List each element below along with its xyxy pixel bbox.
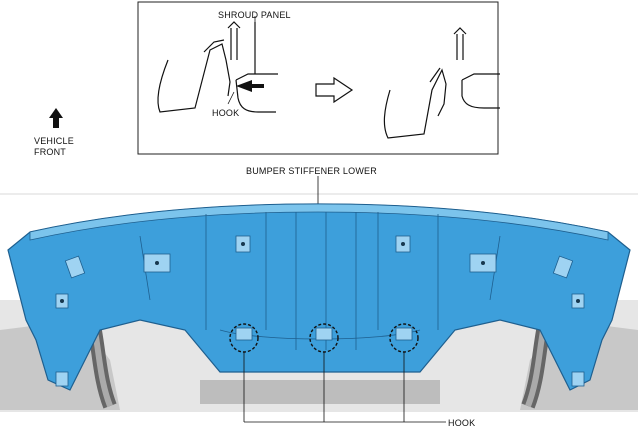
label-vehicle-front-line2: FRONT <box>34 147 66 157</box>
leader-hook-bottom <box>243 352 446 423</box>
vehicle-front-arrow-icon <box>49 108 63 128</box>
inset-before <box>157 21 278 113</box>
hook-marker-left <box>229 323 259 353</box>
hook-arrow-icon <box>236 80 264 92</box>
label-vehicle-front: VEHICLE FRONT <box>34 136 74 158</box>
transition-arrow-icon <box>315 76 354 104</box>
label-hook-inset: HOOK <box>212 108 240 118</box>
label-vehicle-front-line1: VEHICLE <box>34 136 74 146</box>
label-shroud-panel: SHROUD PANEL <box>218 10 291 20</box>
label-bumper-stiffener-lower: BUMPER STIFFENER LOWER <box>246 166 377 176</box>
bumper-stiffener-lower <box>7 203 631 391</box>
inset-after <box>383 27 500 139</box>
leader-hook-inset <box>227 91 235 105</box>
label-hook-bottom: HOOK <box>448 418 476 428</box>
